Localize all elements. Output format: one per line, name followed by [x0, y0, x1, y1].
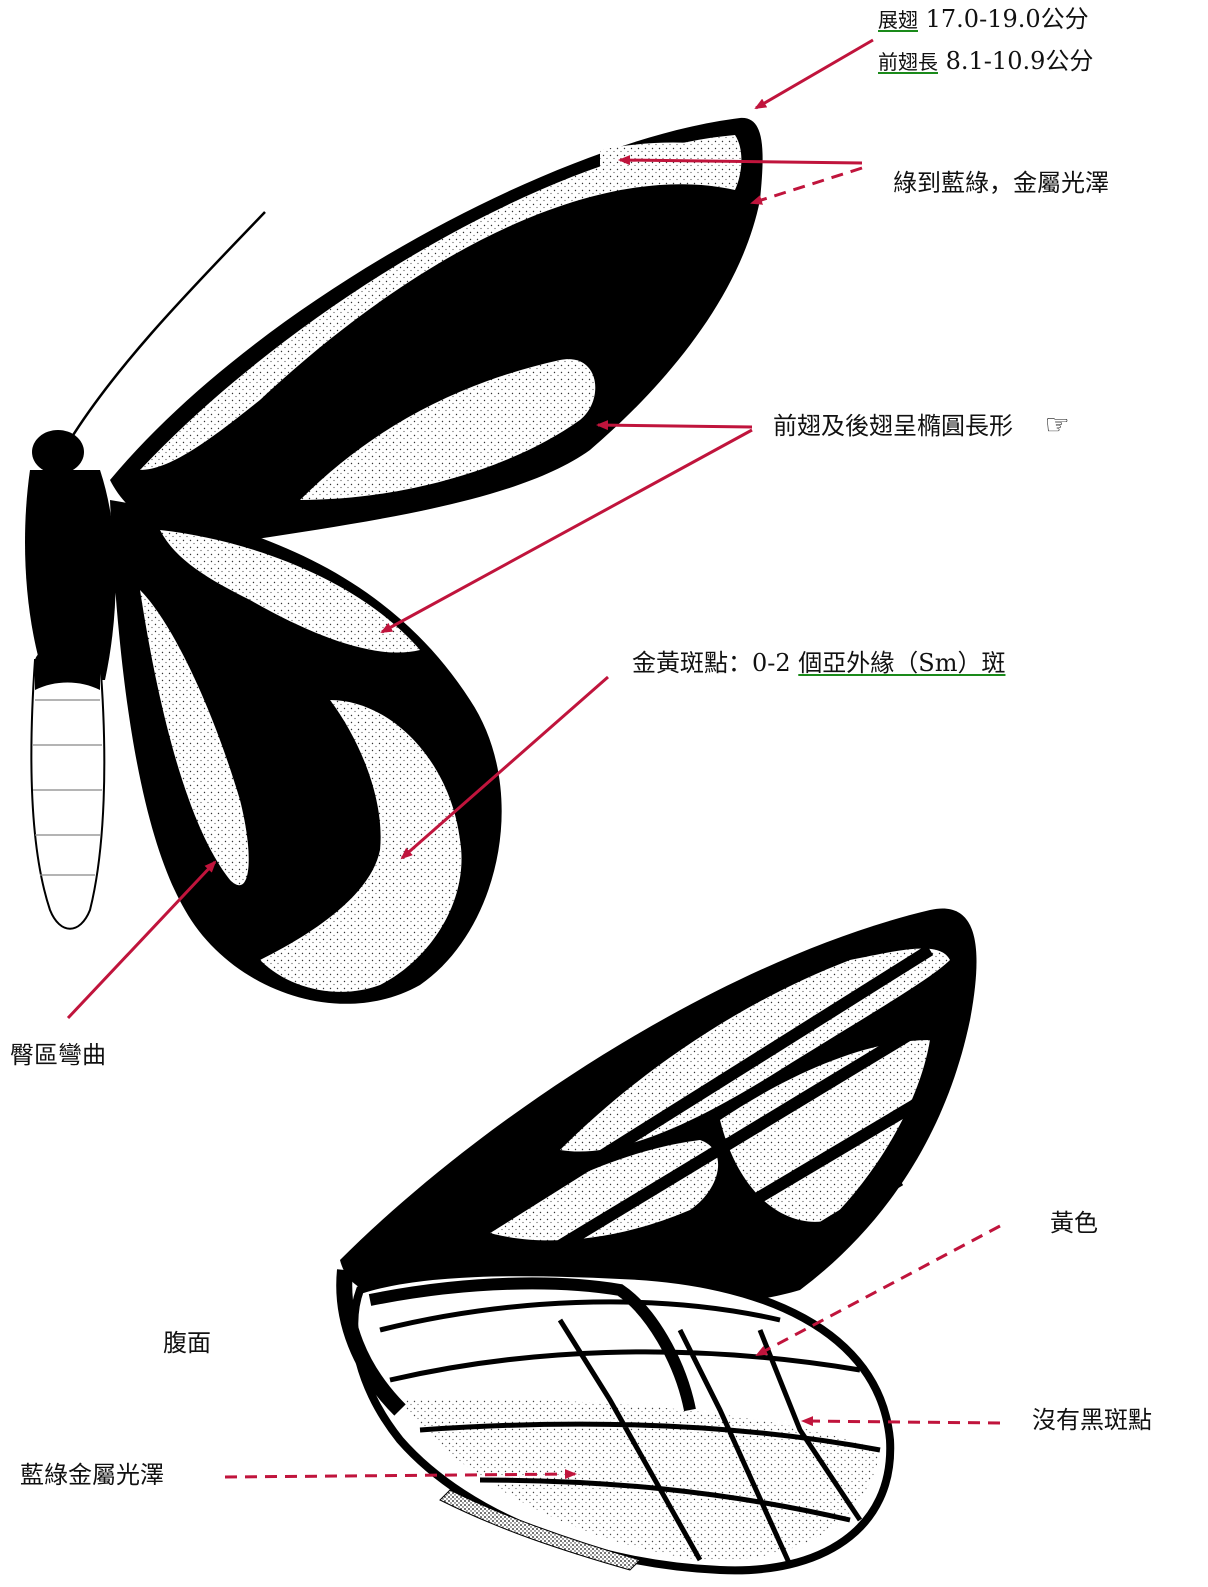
wingspan-label: 展翅 17.0-19.0公分 — [878, 4, 1089, 35]
forewing-value: 8.1-10.9公分 — [946, 47, 1094, 75]
arrow-color-dashed — [752, 168, 862, 203]
spot-note-term: 個亞外緣（Sm）斑 — [798, 649, 1005, 677]
forewing-apex-patch — [600, 143, 735, 171]
spot-note: 金黃斑點：0-2 個亞外緣（Sm）斑 — [632, 648, 1005, 678]
ventral-butterfly — [340, 908, 977, 1570]
pointing-hand-icon: ☞ — [1045, 408, 1070, 441]
wingspan-value: 17.0-19.0公分 — [926, 5, 1089, 33]
head — [32, 430, 84, 474]
ventral-label: 腹面 — [163, 1328, 211, 1358]
dorsal-butterfly — [25, 118, 763, 1004]
forewing-term: 前翅長 — [878, 50, 938, 74]
yellow-note: 黃色 — [1050, 1208, 1098, 1238]
wing-shape-text: 前翅及後翅呈橢圓長形 — [773, 412, 1013, 440]
arrow-wingspan — [756, 40, 873, 108]
wingspan-term: 展翅 — [878, 8, 918, 32]
spot-note-prefix: 金黃斑點：0-2 — [632, 649, 798, 677]
forewing-length-label: 前翅長 8.1-10.9公分 — [878, 46, 1093, 77]
no-black-spot-note: 沒有黑斑點 — [1032, 1405, 1152, 1435]
wing-shape-note: 前翅及後翅呈橢圓長形 ☞ — [773, 410, 1070, 441]
blue-green-note: 藍綠金屬光澤 — [20, 1460, 164, 1490]
arrow-shape-forewing — [598, 425, 752, 427]
anal-note: 臀區彎曲 — [10, 1040, 106, 1070]
color-note: 綠到藍綠，金屬光澤 — [893, 168, 1109, 198]
arrow-no-black-spot — [803, 1421, 1000, 1423]
